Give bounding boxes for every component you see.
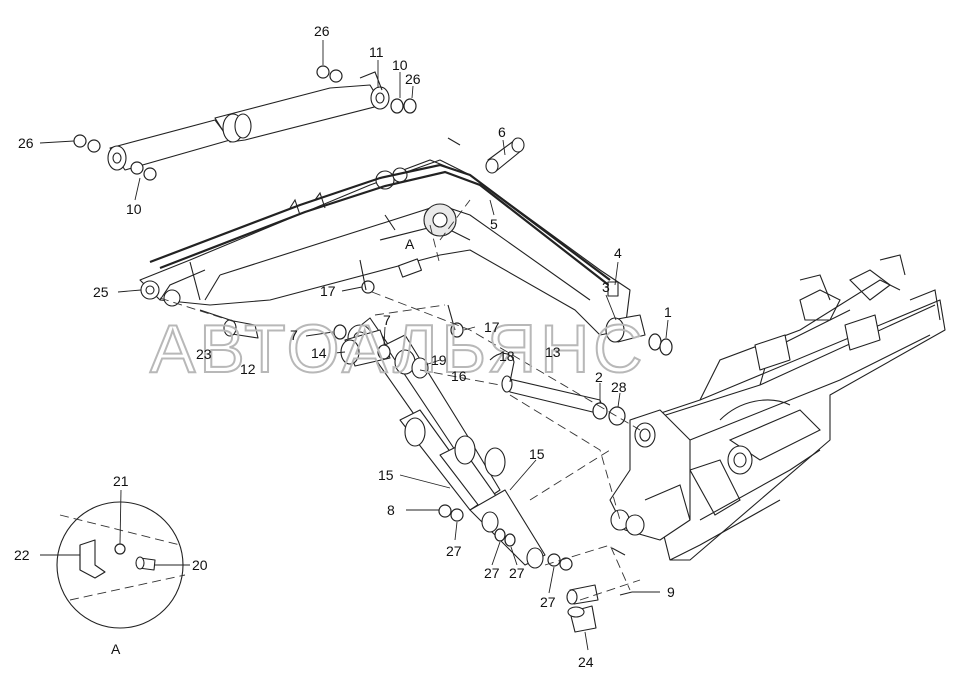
callout-a: A bbox=[405, 236, 415, 252]
callout-15: 15 bbox=[529, 446, 545, 462]
callout-25: 25 bbox=[93, 284, 109, 300]
detail-view-label: A bbox=[111, 641, 121, 657]
callout-18: 18 bbox=[499, 348, 515, 364]
boom-foot-bracket bbox=[609, 409, 753, 541]
callout-27: 27 bbox=[446, 543, 462, 559]
callout-9: 9 bbox=[667, 584, 675, 600]
lower-pins bbox=[566, 547, 633, 633]
callout-20: 20 bbox=[192, 557, 208, 573]
callout-26: 26 bbox=[405, 71, 421, 87]
callout-2: 2 bbox=[595, 369, 603, 385]
callout-labels: 26 11 10 26 26 10 6 5 4 3 1 A 25 17 17 7… bbox=[14, 23, 675, 670]
leader-lines bbox=[39, 40, 669, 651]
callout-4: 4 bbox=[614, 245, 622, 261]
callout-21: 21 bbox=[113, 473, 129, 489]
callout-24: 24 bbox=[578, 654, 594, 670]
callout-26: 26 bbox=[314, 23, 330, 39]
callout-27: 27 bbox=[509, 565, 525, 581]
callout-8: 8 bbox=[387, 502, 395, 518]
callout-7: 7 bbox=[383, 312, 391, 328]
callout-3: 3 bbox=[602, 279, 610, 295]
callout-11: 11 bbox=[369, 44, 384, 60]
boom-foot-pin bbox=[489, 352, 626, 426]
detail-view-a bbox=[56, 501, 186, 629]
pins-upper-right bbox=[447, 137, 673, 356]
callout-5: 5 bbox=[490, 216, 498, 232]
callout-17: 17 bbox=[320, 283, 336, 299]
upper-frame bbox=[629, 254, 946, 561]
callout-16: 16 bbox=[451, 368, 467, 384]
callout-15: 15 bbox=[378, 467, 394, 483]
callout-17: 17 bbox=[484, 319, 500, 335]
assembly-guide-lines bbox=[159, 199, 641, 601]
callout-22: 22 bbox=[14, 547, 30, 563]
cylinder-pins bbox=[199, 259, 464, 367]
callout-23: 23 bbox=[196, 346, 212, 362]
callout-28: 28 bbox=[611, 379, 627, 395]
boom bbox=[139, 159, 631, 336]
watermark-text: АВТОАЛЬЯНС bbox=[150, 311, 646, 387]
callout-19: 19 bbox=[431, 352, 447, 368]
callout-10: 10 bbox=[392, 57, 408, 73]
callout-7: 7 bbox=[290, 327, 298, 343]
callout-26: 26 bbox=[18, 135, 34, 151]
callout-14: 14 bbox=[311, 345, 327, 361]
callout-1: 1 bbox=[664, 304, 672, 320]
callout-13: 13 bbox=[545, 344, 561, 360]
callout-27: 27 bbox=[484, 565, 500, 581]
callout-12: 12 bbox=[240, 361, 256, 377]
callout-27: 27 bbox=[540, 594, 556, 610]
callout-6: 6 bbox=[498, 124, 506, 140]
arm-cylinder bbox=[73, 65, 417, 181]
callout-10: 10 bbox=[126, 201, 142, 217]
